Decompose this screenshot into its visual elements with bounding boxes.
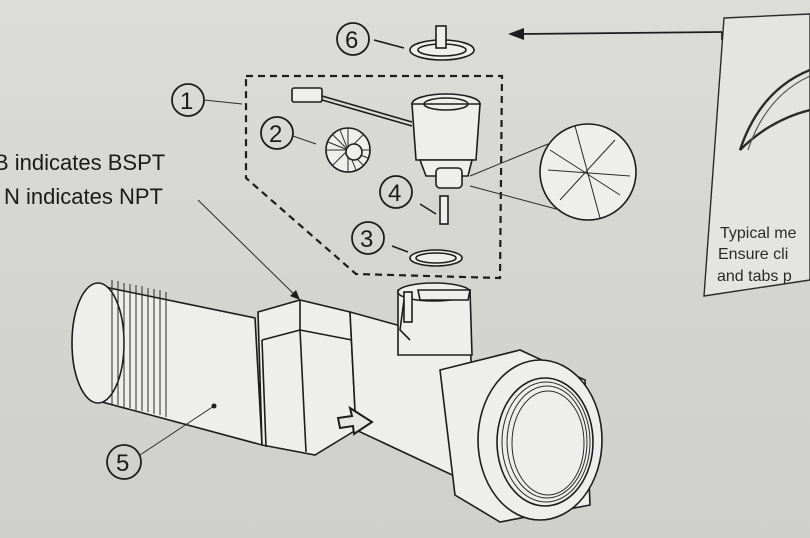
svg-text:2: 2 xyxy=(269,121,282,148)
bspt-note: B indicates BSPT xyxy=(0,150,165,175)
outlet-bore xyxy=(496,377,594,507)
callout-6: 6 xyxy=(336,22,370,56)
flow-meter-body xyxy=(71,280,603,523)
retaining-clip xyxy=(373,25,475,61)
callout-3: 3 xyxy=(351,221,385,255)
thread-note-leader xyxy=(197,199,301,301)
left-thread-lines xyxy=(111,280,167,417)
callout-4: 4 xyxy=(379,175,413,209)
svg-text:3: 3 xyxy=(360,226,373,253)
boss-clip xyxy=(403,289,471,323)
svg-text:1: 1 xyxy=(180,88,193,115)
o-ring-seal xyxy=(391,245,463,267)
shaft-pin xyxy=(419,195,449,225)
callout-5: 5 xyxy=(106,444,142,480)
svg-text:5: 5 xyxy=(116,450,129,477)
thread-note-leader-head xyxy=(290,290,300,300)
detail-note-line-2: Ensure cli xyxy=(718,246,788,263)
svg-text:6: 6 xyxy=(345,27,358,54)
detail-magnifier xyxy=(469,123,637,221)
callout-1: 1 xyxy=(171,83,243,117)
impeller-rotor xyxy=(325,127,371,173)
callout-2: 2 xyxy=(260,116,317,150)
detail-note-line-3: and tabs p xyxy=(717,268,792,285)
svg-text:4: 4 xyxy=(388,180,401,207)
detail-note-box: Typical me Ensure cli and tabs p xyxy=(703,13,810,297)
assembly-boundary xyxy=(244,74,504,280)
leader-arrow-icon xyxy=(508,28,723,40)
sensor-cable xyxy=(291,87,413,127)
flow-direction-arrow-icon xyxy=(336,405,374,436)
hex-nut xyxy=(257,299,357,456)
detail-note-line-1: Typical me xyxy=(720,225,797,242)
sensor-housing xyxy=(411,93,481,189)
npt-note: N indicates NPT xyxy=(4,184,163,209)
right-thread-lines xyxy=(501,381,591,503)
